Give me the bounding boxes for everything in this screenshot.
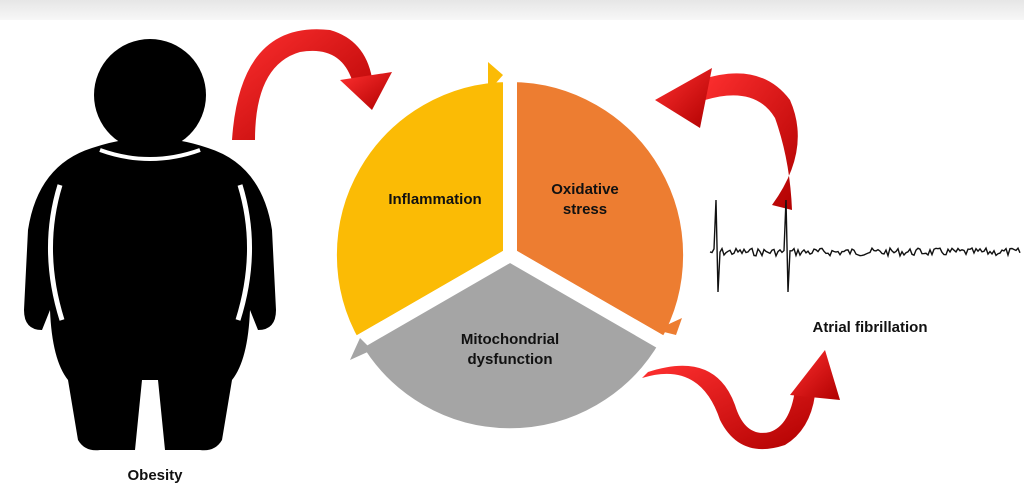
top-band bbox=[0, 0, 1024, 20]
arrow-af-to-cycle bbox=[655, 68, 798, 210]
arrow-cycle-to-af bbox=[642, 350, 840, 450]
label-oxidative-stress: Oxidative stress bbox=[525, 180, 645, 220]
mito-line2: dysfunction bbox=[467, 351, 553, 368]
label-obesity: Obesity bbox=[127, 467, 183, 484]
label-atrial-fibrillation: Atrial fibrillation bbox=[812, 319, 928, 336]
mito-arrowhead bbox=[350, 338, 372, 360]
oxidative-line2: stress bbox=[562, 201, 608, 218]
label-inflammation: Inflammation bbox=[388, 191, 482, 208]
obesity-silhouette-icon bbox=[24, 39, 276, 451]
oxidative-line1: Oxidative bbox=[551, 181, 619, 198]
mito-line1: Mitochondrial bbox=[460, 331, 560, 348]
inflammation-arrowhead bbox=[488, 62, 503, 92]
ecg-trace bbox=[709, 199, 1021, 293]
cycle-wheel bbox=[322, 62, 698, 443]
label-mitochondrial-dysfunction: Mitochondrial dysfunction bbox=[435, 330, 585, 370]
oxidative-arrowhead bbox=[656, 318, 682, 335]
arrow-obesity-to-cycle bbox=[232, 29, 392, 140]
mitochondrial-segment bbox=[347, 248, 673, 443]
